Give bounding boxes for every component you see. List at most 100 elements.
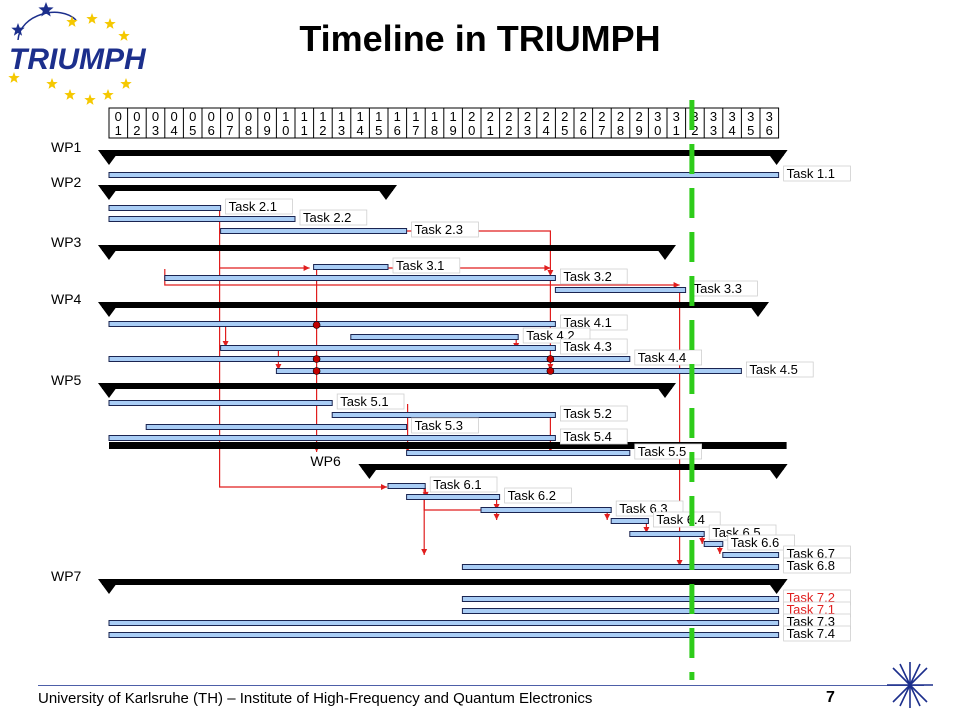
task-label: Task 2.2 bbox=[303, 210, 351, 225]
task-label: Task 3.3 bbox=[694, 281, 742, 296]
arrow-head bbox=[676, 560, 683, 566]
arrow-head bbox=[643, 527, 650, 533]
wp-end-marker bbox=[765, 150, 788, 165]
task-label: Task 7.4 bbox=[787, 626, 835, 641]
star-icon bbox=[84, 94, 96, 105]
arrow-head bbox=[303, 265, 310, 271]
task-label-box bbox=[560, 338, 628, 355]
task-label-box bbox=[783, 165, 851, 182]
task-label: Task 4.5 bbox=[749, 362, 797, 377]
task-label: Task 7.1 bbox=[787, 602, 835, 617]
task-bar bbox=[313, 264, 389, 270]
task-label-box bbox=[560, 314, 628, 331]
star-icon bbox=[46, 78, 58, 89]
task-label: Task 6.4 bbox=[656, 512, 704, 527]
arrow-head bbox=[222, 341, 229, 347]
arrow-head bbox=[699, 538, 706, 544]
arrow-head bbox=[673, 282, 680, 288]
milestone-dot bbox=[546, 355, 555, 363]
task-label-box bbox=[634, 349, 702, 366]
wp-end-marker bbox=[654, 245, 676, 260]
wp-start-marker bbox=[358, 464, 381, 479]
work-package-bar bbox=[102, 302, 765, 308]
arrow-head bbox=[547, 270, 554, 276]
task-bar bbox=[406, 450, 631, 456]
wp-start-marker bbox=[98, 302, 120, 317]
star-icon bbox=[102, 89, 114, 100]
task-bar bbox=[108, 216, 296, 222]
task-label: Task 7.3 bbox=[787, 614, 835, 629]
work-package-bar bbox=[362, 464, 784, 470]
task-bar bbox=[164, 275, 556, 281]
wp-end-marker bbox=[765, 579, 788, 594]
milestone-dots bbox=[312, 321, 555, 375]
task-bar bbox=[275, 368, 742, 374]
task-bar bbox=[220, 228, 408, 234]
work-package-bar bbox=[102, 150, 784, 156]
star-icon bbox=[120, 78, 132, 89]
task-label: Task 7.2 bbox=[787, 590, 835, 605]
task-label: Task 5.4 bbox=[563, 429, 611, 444]
star-icon bbox=[66, 16, 78, 27]
task-label-box bbox=[634, 443, 702, 460]
arrow-head bbox=[544, 265, 551, 271]
task-bar bbox=[461, 608, 780, 614]
logo-text: TRIUMPH bbox=[9, 43, 146, 76]
star-icon bbox=[118, 30, 130, 41]
task-label: Task 2.1 bbox=[229, 199, 277, 214]
work-package-bar bbox=[102, 245, 672, 251]
task-label-box bbox=[560, 268, 628, 285]
task-bar bbox=[108, 400, 333, 406]
task-bar bbox=[629, 531, 705, 537]
work-package-label: WP1 bbox=[51, 139, 82, 155]
page-number: 7 bbox=[826, 689, 835, 706]
task-bar bbox=[108, 620, 780, 626]
star-icon bbox=[86, 13, 98, 24]
task-bar bbox=[220, 345, 556, 351]
wp-start-marker bbox=[98, 579, 120, 594]
task-bar bbox=[554, 287, 687, 293]
task-bar bbox=[703, 541, 724, 547]
arrow-head bbox=[493, 514, 500, 520]
task-label-box bbox=[225, 198, 293, 215]
task-label: Task 4.4 bbox=[638, 350, 686, 365]
task-bar bbox=[387, 483, 426, 489]
wp-start-marker bbox=[98, 245, 120, 260]
arrow-head bbox=[547, 364, 554, 370]
wp-start-marker bbox=[98, 185, 120, 200]
star-icon bbox=[104, 18, 116, 29]
task-bar bbox=[406, 494, 501, 500]
task-label: Task 3.2 bbox=[563, 269, 611, 284]
task-bar bbox=[108, 632, 780, 638]
task-label-box bbox=[504, 487, 572, 504]
arrow-head bbox=[275, 364, 282, 370]
task-bar bbox=[108, 321, 556, 327]
work-package-label: WP5 bbox=[51, 372, 82, 388]
task-label-box bbox=[411, 221, 479, 238]
task-label-box bbox=[560, 405, 628, 422]
task-bar bbox=[145, 424, 408, 430]
work-package-bar bbox=[102, 383, 672, 389]
